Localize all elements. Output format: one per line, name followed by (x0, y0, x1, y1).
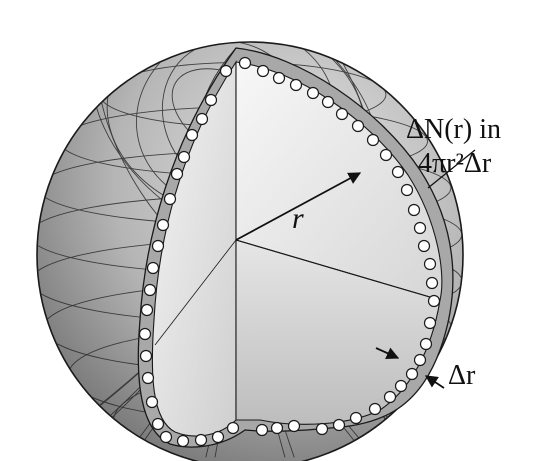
shell-particle (413, 353, 427, 367)
shell-particle (256, 64, 270, 78)
shell-particle (289, 78, 303, 92)
shell-particle (145, 395, 159, 409)
shell-particle (177, 150, 191, 164)
shell-particle (141, 371, 155, 385)
shell-particle (306, 86, 320, 100)
shell-particle (315, 422, 329, 436)
shell-particle (146, 261, 160, 275)
shell-particle (394, 379, 408, 393)
shell-particle (159, 430, 173, 444)
count-label-line1: ΔN(r) in (406, 114, 501, 145)
thickness-label: Δr (448, 360, 476, 391)
shell-particle (379, 148, 393, 162)
shell-particle (413, 221, 427, 235)
shell-particle (138, 327, 152, 341)
shell-particle (163, 192, 177, 206)
shell-particle (140, 303, 154, 317)
shell-particle (417, 239, 431, 253)
shell-particles (138, 56, 441, 448)
count-leader-line (427, 149, 476, 189)
shell-particle (427, 294, 441, 308)
shell-particle (349, 411, 363, 425)
shell-particle (423, 316, 437, 330)
shell-particle (194, 433, 208, 447)
shell-particle (195, 112, 209, 126)
shell-particle (255, 423, 269, 437)
shell-particle (238, 56, 252, 70)
shell-particle (405, 367, 419, 381)
shell-particle (351, 119, 365, 133)
shell-particle (383, 390, 397, 404)
shell-particle (270, 421, 284, 435)
shell-particle (391, 165, 405, 179)
shell-particle (425, 276, 439, 290)
thickness-arrow-outer (424, 375, 445, 389)
shell-particle (185, 128, 199, 142)
shell-particle (204, 93, 218, 107)
shell-particle (366, 133, 380, 147)
shell-particle (211, 430, 225, 444)
shell-particle (170, 167, 184, 181)
cutaway-wedge (137, 47, 454, 448)
wedge-edge-lower-left (154, 239, 237, 346)
shell-particle (272, 71, 286, 85)
shell-particle (287, 419, 301, 433)
thickness-arrow-inner (375, 347, 400, 360)
shell-particle (419, 337, 433, 351)
shell-particle (368, 402, 382, 416)
count-label-line2: 4πr²Δr (418, 148, 492, 179)
shell-particle (335, 107, 349, 121)
shell-particle (226, 421, 240, 435)
wedge-edge-horizontal (235, 239, 441, 301)
shell-particle (400, 183, 414, 197)
shell-particle (156, 218, 170, 232)
shell-particle (176, 434, 190, 448)
shell-particle (151, 239, 165, 253)
cut-face-left (151, 60, 237, 437)
shell-particle (423, 257, 437, 271)
shell-particle (139, 349, 153, 363)
shell-particle (407, 203, 421, 217)
radius-label: r (292, 202, 304, 235)
shell-particle (321, 95, 335, 109)
shell-particle (151, 417, 165, 431)
radius-arrow (235, 172, 362, 241)
shell-particle (143, 283, 157, 297)
shell-particle (219, 64, 233, 78)
shell-particle (332, 418, 346, 432)
